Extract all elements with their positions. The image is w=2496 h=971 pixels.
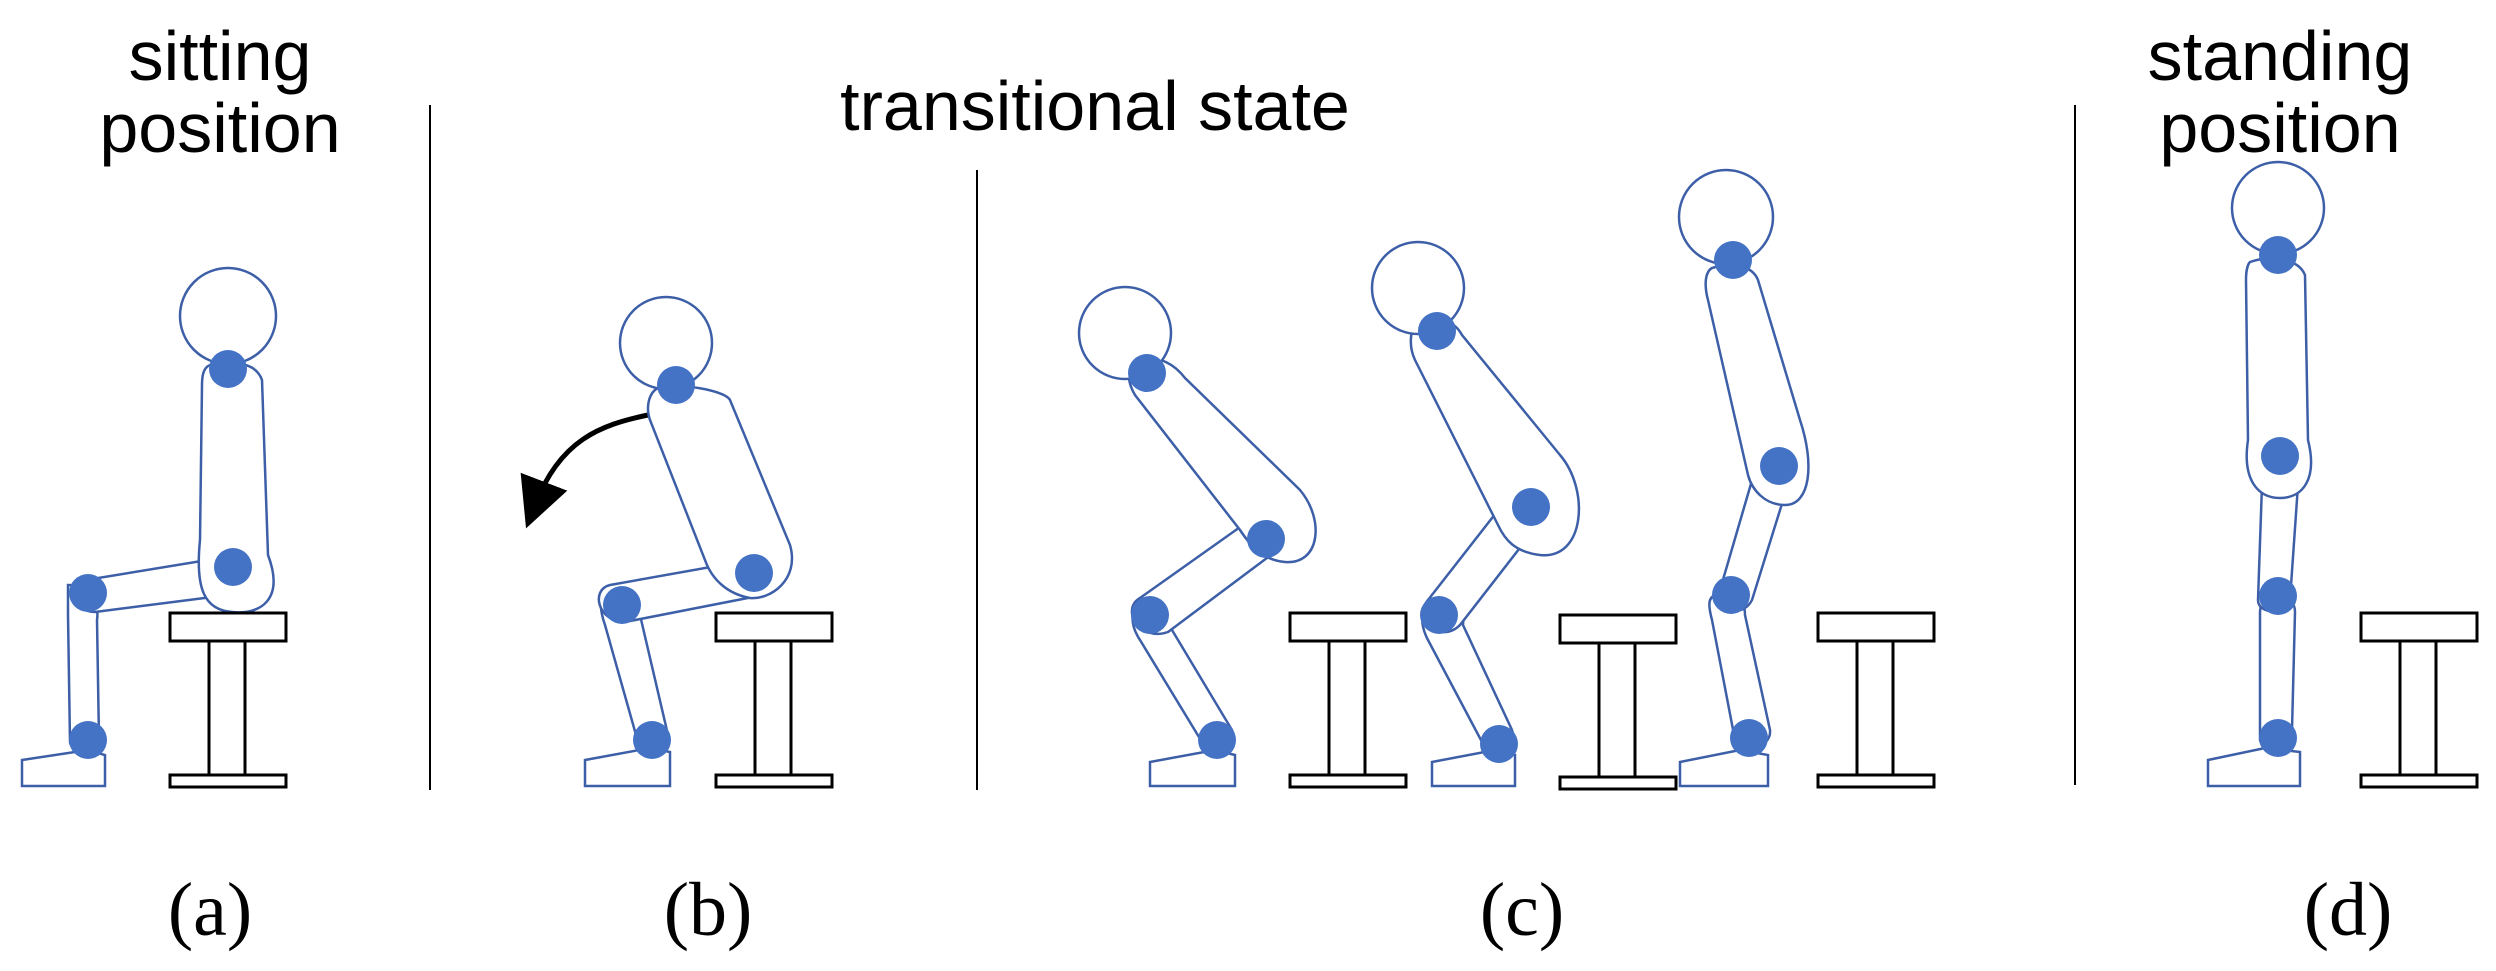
torso-c2: [1409, 317, 1581, 557]
figure-c-pose-3: [1677, 168, 1936, 789]
hip-joint-c1: [1247, 520, 1285, 558]
standing-label-line1: standing: [2147, 17, 2413, 95]
neck-joint-b: [657, 366, 695, 404]
torso-c3: [1704, 263, 1810, 507]
neck-joint-d: [2259, 236, 2297, 274]
standing-position-label: standing position: [2110, 20, 2450, 164]
ankle-joint-c2: [1480, 725, 1518, 763]
knee-joint-b: [603, 586, 641, 624]
stool-c2: [1558, 613, 1678, 791]
neck-joint-c2: [1418, 312, 1456, 350]
knee-joint-a: [69, 574, 107, 612]
torso-c1: [1127, 357, 1317, 564]
ankle-joint-a: [69, 721, 107, 759]
sitting-label-line1: sitting: [128, 17, 312, 95]
caption-b: (b): [663, 868, 753, 952]
hip-joint-b: [735, 554, 773, 592]
hip-joint-c2: [1512, 488, 1550, 526]
stool-d: [2359, 611, 2479, 789]
torso-d: [2244, 257, 2313, 500]
knee-joint-d: [2259, 577, 2297, 615]
ankle-joint-d: [2259, 719, 2297, 757]
head-c2: [1370, 240, 1466, 336]
caption-c: (c): [1479, 868, 1565, 952]
stool-b: [714, 611, 834, 789]
stool-a: [168, 611, 288, 789]
foot-c3: [1678, 748, 1770, 788]
knee-joint-c1: [1131, 596, 1169, 634]
knee-joint-c3: [1712, 576, 1750, 614]
ankle-joint-c3: [1730, 719, 1768, 757]
standing-label-line2: position: [2159, 89, 2401, 167]
torso-b: [646, 384, 794, 600]
stool-c3: [1816, 611, 1936, 789]
neck-joint-c3: [1714, 241, 1752, 279]
curved-arrow-left-down-icon: [520, 412, 649, 529]
figure-a-sitting: [20, 266, 288, 789]
head-a: [178, 266, 278, 366]
neck-joint-c1: [1128, 354, 1166, 392]
ankle-joint-b: [633, 721, 671, 759]
hip-joint-c3: [1760, 447, 1798, 485]
hip-joint-d: [2261, 437, 2299, 475]
ankle-joint-c1: [1198, 721, 1236, 759]
figure-c-pose-1: [1077, 285, 1408, 789]
sitting-label-line2: position: [99, 89, 341, 167]
knee-joint-c2: [1420, 596, 1458, 634]
figure-c-pose-2: [1370, 240, 1678, 791]
figure-b-flexion: [520, 295, 834, 789]
figure-d-standing: [2206, 160, 2479, 789]
foot-d: [2206, 746, 2302, 788]
sitting-position-label: sitting position: [60, 20, 380, 164]
transitional-state-label: transitional state: [840, 67, 1350, 145]
neck-joint-a: [209, 350, 247, 388]
caption-a: (a): [167, 868, 253, 952]
caption-d: (d): [2303, 868, 2393, 952]
stool-c1: [1288, 611, 1408, 789]
hip-joint-a: [214, 548, 252, 586]
